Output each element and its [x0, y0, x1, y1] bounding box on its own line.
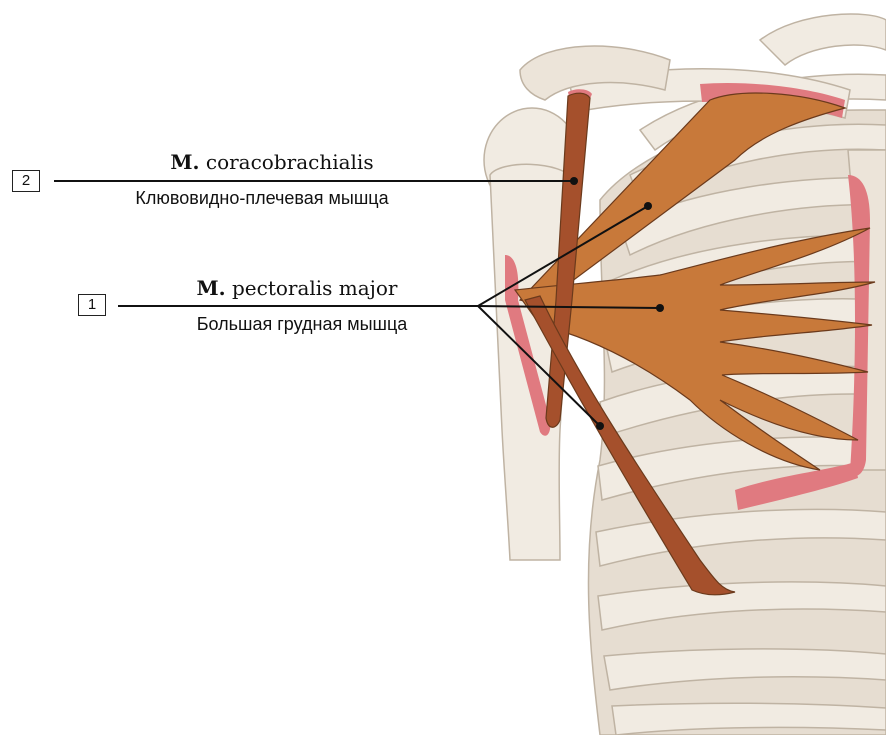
latin-prefix: M.	[197, 276, 226, 300]
leader-dot-1b	[656, 304, 664, 312]
upper-rib-arch	[760, 14, 886, 65]
latin-name-label: M. coracobrachialis	[170, 150, 373, 174]
leader-dot-2	[570, 177, 578, 185]
leader-dot-1a	[644, 202, 652, 210]
latin-name: coracobrachialis	[206, 150, 374, 174]
label-number: 1	[88, 296, 96, 313]
label-number-box: 2	[12, 170, 40, 192]
russian-name-label: Клювовидно-плечевая мышца	[135, 188, 388, 209]
latin-name-label: M. pectoralis major	[197, 276, 398, 300]
latin-name: pectoralis major	[232, 276, 398, 300]
latin-prefix: M.	[170, 150, 199, 174]
russian-name-label: Большая грудная мышца	[197, 314, 408, 335]
leader-dot-1c	[596, 422, 604, 430]
label-number-box: 1	[78, 294, 106, 316]
label-number: 2	[22, 172, 30, 189]
